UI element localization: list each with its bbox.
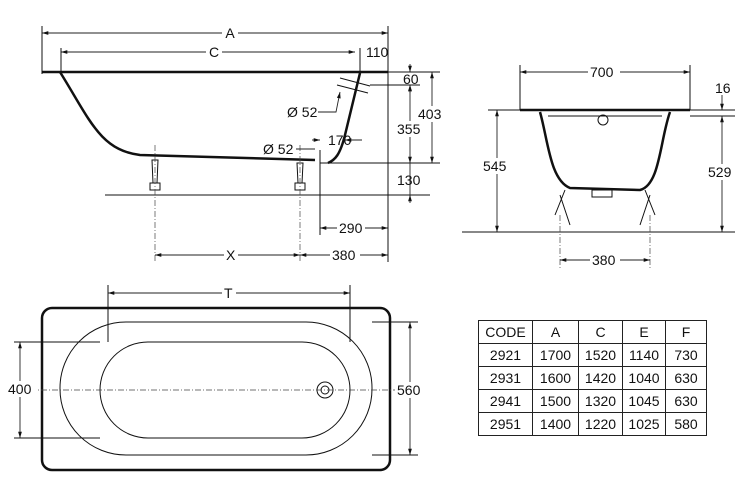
cell: 1220 (578, 412, 623, 436)
dim-130-label: 130 (397, 172, 421, 188)
dim-110-label: 110 (366, 44, 389, 60)
dim-170-label: 170 (328, 132, 352, 148)
cell: 2951 (478, 412, 533, 436)
header-a: A (532, 320, 579, 344)
dim-C-label: C (209, 44, 219, 60)
dim-529-label: 529 (708, 164, 732, 180)
plan-view: T 400 560 (6, 285, 425, 472)
dim-700-label: 700 (590, 64, 614, 80)
cell: 580 (665, 412, 707, 436)
dim-400-label: 400 (8, 381, 32, 397)
cell: 1025 (622, 412, 666, 436)
cell: 730 (665, 343, 707, 367)
dim-380-end-label: 380 (592, 252, 616, 268)
cell: 2921 (478, 343, 533, 367)
cell: 1045 (622, 389, 666, 413)
cell: 1140 (622, 343, 666, 367)
dim-380-label: 380 (332, 247, 356, 263)
cell: 630 (665, 389, 707, 413)
cell: 1040 (622, 366, 666, 390)
cell: 2931 (478, 366, 533, 390)
cell: 2941 (478, 389, 533, 413)
table-header-row: CODE A C E F (478, 320, 707, 344)
header-code: CODE (478, 320, 533, 344)
side-view: A C 110 60 403 355 130 Ø 52 Ø 52 170 290… (41, 25, 448, 263)
header-f: F (665, 320, 707, 344)
dim-X-label: X (226, 247, 236, 263)
bathtub-leg (149, 159, 161, 191)
dim-403-label: 403 (418, 106, 442, 122)
header-e: E (622, 320, 666, 344)
dim-A-label: A (225, 25, 235, 41)
cell: 1320 (578, 389, 623, 413)
cell: 1600 (532, 366, 579, 390)
dim-560-label: 560 (397, 382, 421, 398)
overflow-diameter-label: Ø 52 (287, 104, 318, 120)
dim-16-label: 16 (715, 80, 731, 96)
header-c: C (578, 320, 623, 344)
cell: 1400 (532, 412, 579, 436)
cell: 1520 (578, 343, 623, 367)
dim-545-label: 545 (483, 158, 507, 174)
dim-290-label: 290 (339, 220, 363, 236)
bathtub-leg (294, 162, 306, 191)
end-view: 700 16 545 529 380 (462, 64, 736, 268)
dim-60-label: 60 (403, 71, 419, 87)
cell: 1700 (532, 343, 579, 367)
dim-T-label: T (224, 285, 233, 301)
drain-diameter-label: Ø 52 (263, 141, 294, 157)
cell: 1420 (578, 366, 623, 390)
cell: 1500 (532, 389, 579, 413)
dim-355-label: 355 (397, 121, 421, 137)
cell: 630 (665, 366, 707, 390)
